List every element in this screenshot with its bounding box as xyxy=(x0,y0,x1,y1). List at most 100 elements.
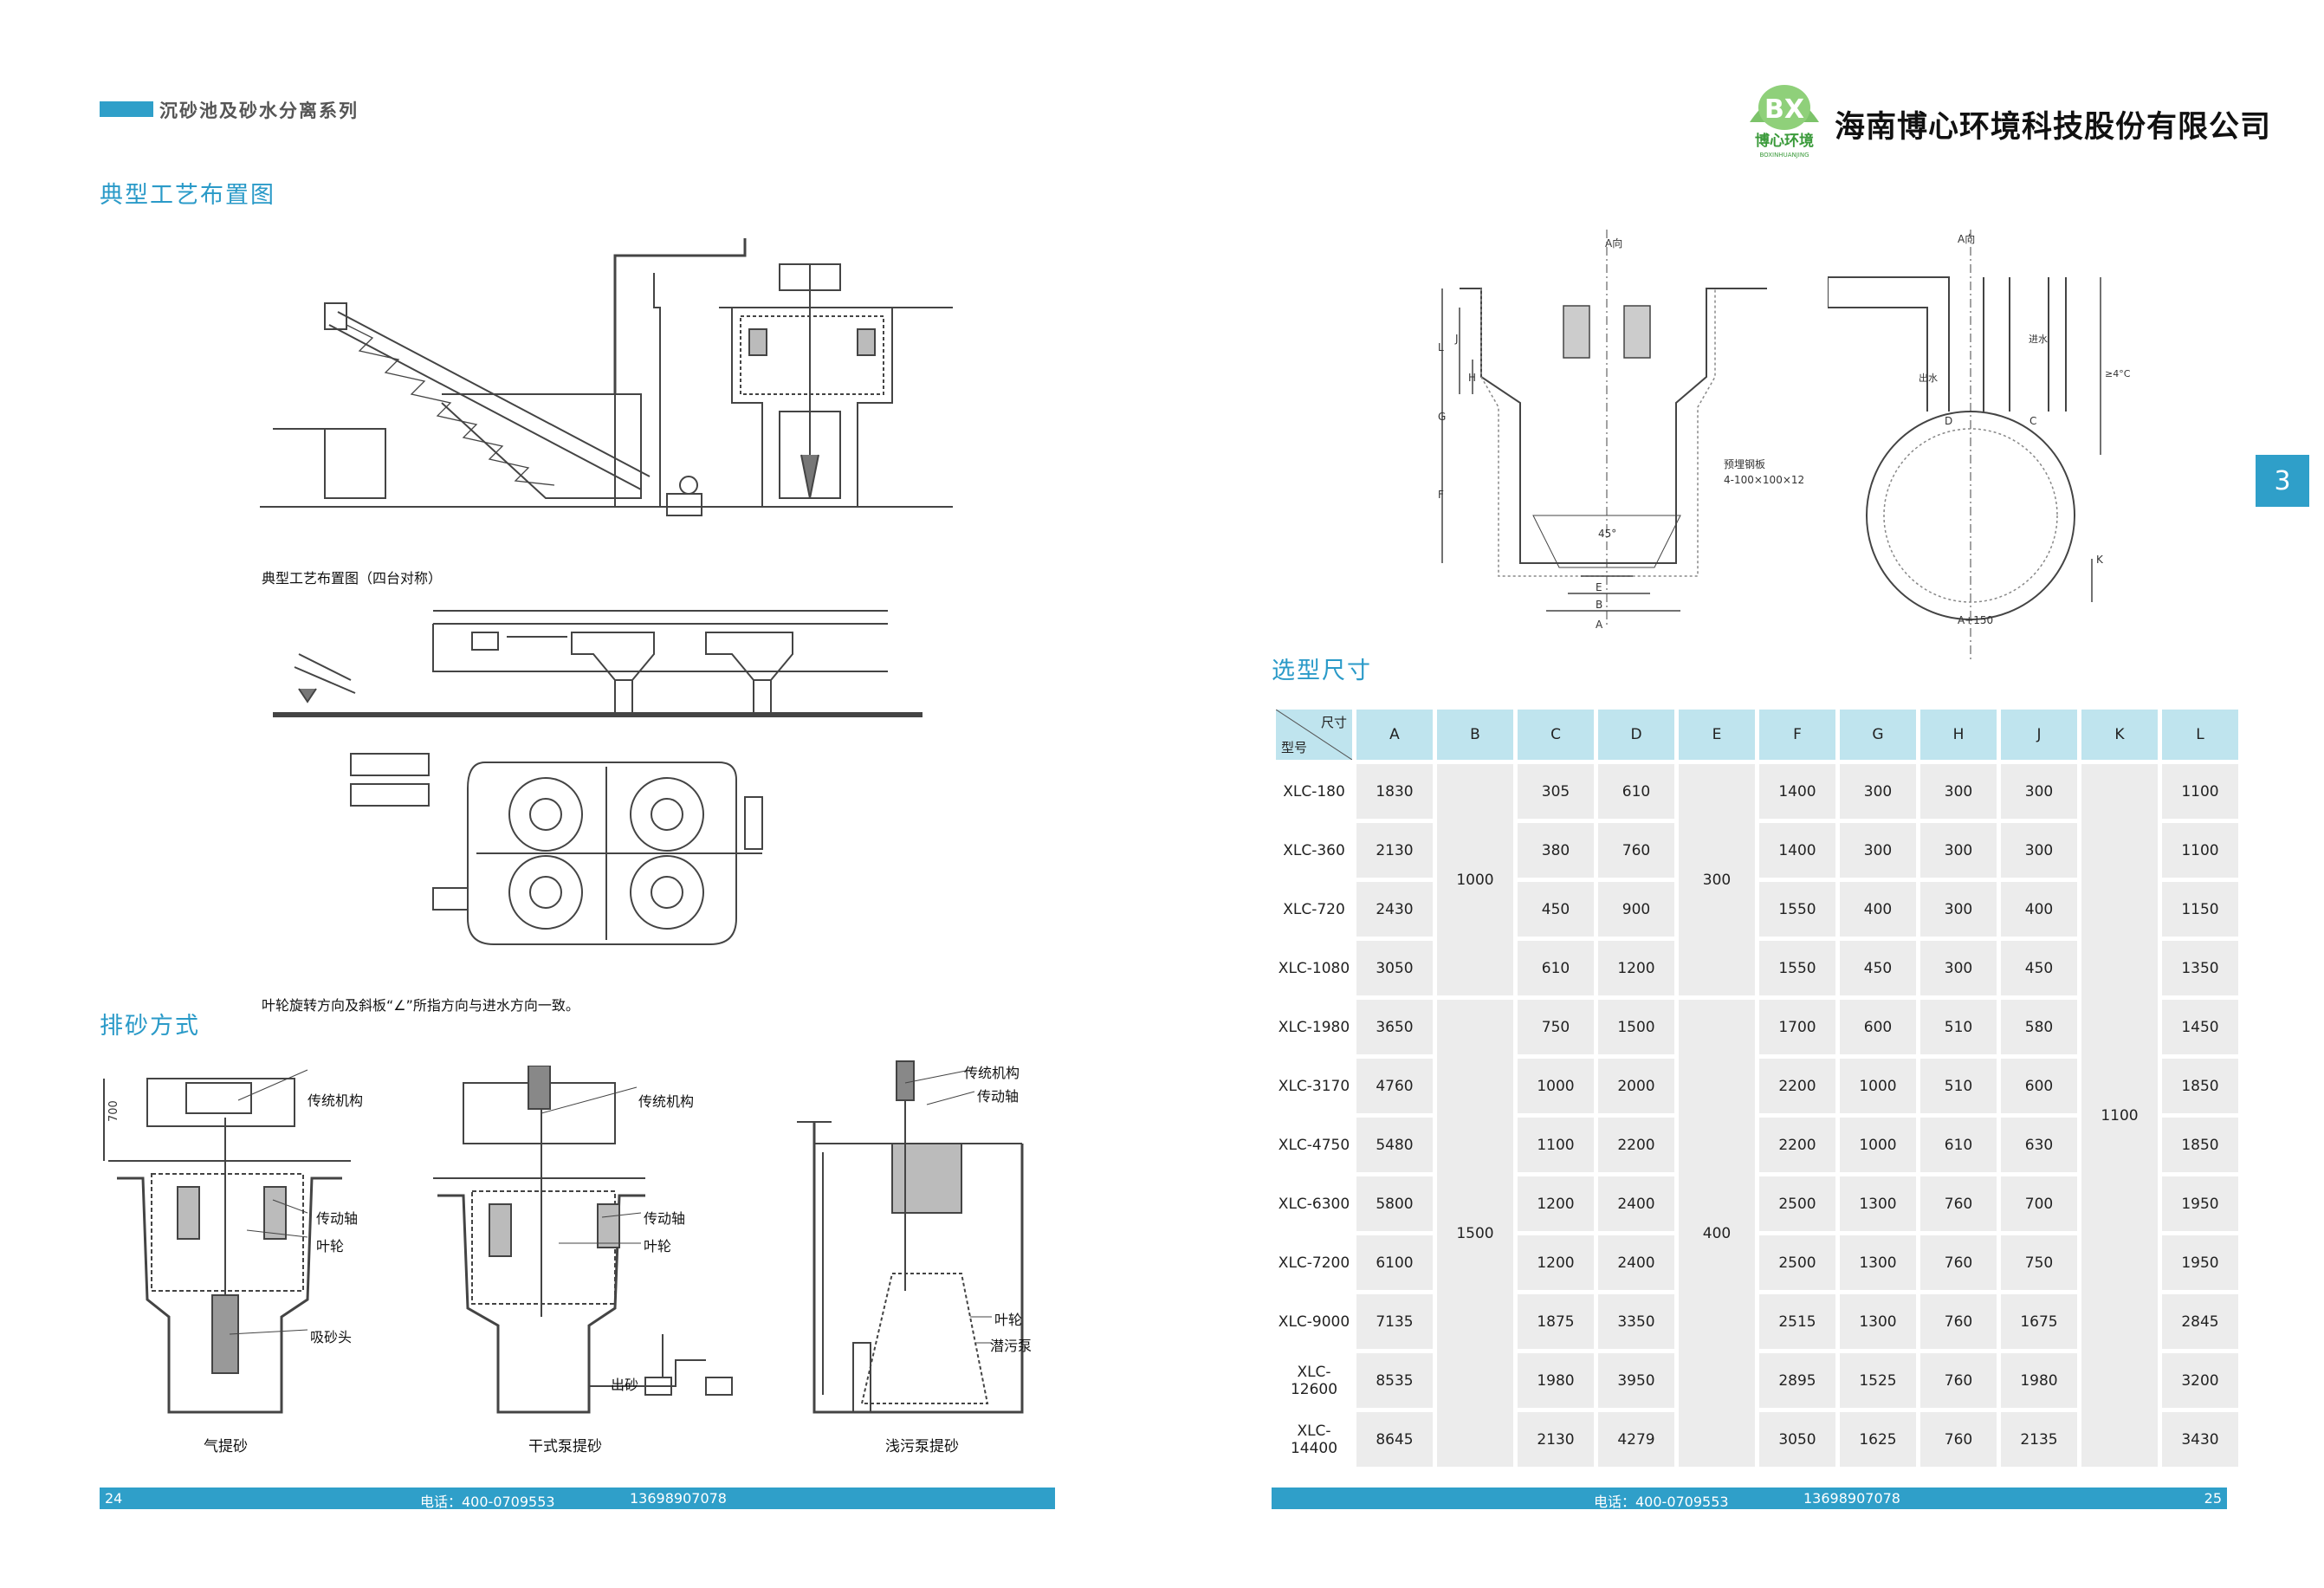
cell-D: 2000 xyxy=(1598,1059,1674,1113)
cell-D: 760 xyxy=(1598,823,1674,878)
dim-label-A150: A+150 xyxy=(1958,614,1993,626)
cell-J: 2135 xyxy=(2001,1412,2077,1467)
cell-A: 3050 xyxy=(1356,941,1433,995)
dim-label-E: E xyxy=(1596,581,1602,593)
cell-G: 450 xyxy=(1840,941,1916,995)
cell-C: 610 xyxy=(1518,941,1594,995)
dry-pump-caption: 干式泵提砂 xyxy=(528,1438,602,1455)
cell-J: 450 xyxy=(2001,941,2077,995)
cell-C: 750 xyxy=(1518,1000,1594,1054)
cell-G: 1300 xyxy=(1840,1294,1916,1349)
cell-G: 400 xyxy=(1840,882,1916,937)
cell-H: 510 xyxy=(1920,1000,1997,1054)
cell-D: 3950 xyxy=(1598,1353,1674,1408)
cell-G: 1300 xyxy=(1840,1235,1916,1290)
cell-J: 1675 xyxy=(2001,1294,2077,1349)
right-page-number: 25 xyxy=(2204,1490,2222,1507)
cell-F: 1550 xyxy=(1759,882,1835,937)
cell-K-merged: 1100 xyxy=(2081,764,2158,1467)
logo-en: BOXINHUANJING xyxy=(1759,152,1809,159)
cell-H: 300 xyxy=(1920,764,1997,819)
dry-pump-label-outlet: 出砂 xyxy=(611,1377,639,1393)
table-corner-cell: 尺寸 型号 xyxy=(1276,710,1352,760)
selection-section-title: 选型尺寸 xyxy=(1272,658,1372,684)
model-cell: XLC-7200 xyxy=(1276,1235,1352,1290)
air-lift-label-suction: 吸砂头 xyxy=(310,1329,353,1345)
cell-J: 1980 xyxy=(2001,1353,2077,1408)
cell-G: 1300 xyxy=(1840,1176,1916,1231)
discharge-section-title: 排砂方式 xyxy=(100,1013,200,1040)
cell-C: 2130 xyxy=(1518,1412,1594,1467)
col-header-K: K xyxy=(2081,710,2158,760)
submersible-label-impeller: 叶轮 xyxy=(994,1312,1023,1328)
left-footer-mobile: 13698907078 xyxy=(630,1490,727,1507)
cell-A: 5800 xyxy=(1356,1176,1433,1231)
cell-A: 7135 xyxy=(1356,1294,1433,1349)
dim-label-F: F xyxy=(1438,489,1444,501)
cell-J: 400 xyxy=(2001,882,2077,937)
cell-D: 610 xyxy=(1598,764,1674,819)
cell-A: 3650 xyxy=(1356,1000,1433,1054)
col-header-L: L xyxy=(2162,710,2238,760)
dry-pump-label-impeller: 叶轮 xyxy=(644,1238,672,1254)
label-slope: ≥4°C xyxy=(2105,368,2131,379)
cell-C: 380 xyxy=(1518,823,1594,878)
chapter-tab: 3 xyxy=(2256,455,2309,507)
label-out-water: 出水 xyxy=(1919,372,1938,384)
air-lift-dim: 700 xyxy=(107,1100,120,1122)
submersible-label-pump: 潜污泵 xyxy=(990,1338,1033,1354)
cell-E-merged-1: 300 xyxy=(1679,764,1755,995)
col-header-H: H xyxy=(1920,710,1997,760)
cell-F: 1550 xyxy=(1759,941,1835,995)
model-cell: XLC-9000 xyxy=(1276,1294,1352,1349)
cell-D: 900 xyxy=(1598,882,1674,937)
cell-B-merged-2: 1500 xyxy=(1437,1000,1513,1467)
cell-J: 630 xyxy=(2001,1118,2077,1172)
submersible-pump-drawing xyxy=(797,1057,1031,1424)
model-cell: XLC-1980 xyxy=(1276,1000,1352,1054)
cell-D: 4279 xyxy=(1598,1412,1674,1467)
cell-C: 305 xyxy=(1518,764,1594,819)
cell-L: 1350 xyxy=(2162,941,2238,995)
cell-G: 1625 xyxy=(1840,1412,1916,1467)
four-unit-elevation-drawing xyxy=(273,602,922,727)
col-header-B: B xyxy=(1437,710,1513,760)
model-cell: XLC-14400 xyxy=(1276,1412,1352,1467)
cell-C: 1875 xyxy=(1518,1294,1594,1349)
left-footer-bar: 24 电话：400-0709553 13698907078 xyxy=(100,1488,1055,1510)
cell-J: 300 xyxy=(2001,764,2077,819)
cell-F: 2500 xyxy=(1759,1176,1835,1231)
four-unit-caption: 典型工艺布置图（四台对称） xyxy=(262,570,443,587)
cell-D: 1500 xyxy=(1598,1000,1674,1054)
cell-J: 700 xyxy=(2001,1176,2077,1231)
submersible-label-mechanism: 传统机构 xyxy=(964,1065,1020,1081)
air-lift-caption: 气提砂 xyxy=(204,1438,248,1455)
dim-label-B: B xyxy=(1596,599,1602,611)
left-page-number: 24 xyxy=(105,1490,123,1507)
cell-A: 5480 xyxy=(1356,1118,1433,1172)
cell-B-merged-1: 1000 xyxy=(1437,764,1513,995)
cell-H: 510 xyxy=(1920,1059,1997,1113)
right-footer-mobile: 13698907078 xyxy=(1803,1490,1900,1507)
cell-D: 1200 xyxy=(1598,941,1674,995)
model-cell: XLC-720 xyxy=(1276,882,1352,937)
dry-pump-drawing xyxy=(429,1065,758,1424)
col-header-F: F xyxy=(1759,710,1835,760)
model-cell: XLC-12600 xyxy=(1276,1353,1352,1408)
logo-letters: BX xyxy=(1764,94,1804,125)
cell-F: 2200 xyxy=(1759,1059,1835,1113)
dim-label-H: H xyxy=(1468,372,1476,384)
cell-J: 600 xyxy=(2001,1059,2077,1113)
cell-A: 1830 xyxy=(1356,764,1433,819)
cell-J: 300 xyxy=(2001,823,2077,878)
section-dimension-drawing: A向 L J H G F 45° E B A 预埋钢板 4-100×100×12 xyxy=(1395,230,1810,649)
cell-G: 1000 xyxy=(1840,1059,1916,1113)
dim-label-L: L xyxy=(1438,341,1444,353)
cell-G: 600 xyxy=(1840,1000,1916,1054)
series-title: 沉砂池及砂水分离系列 xyxy=(159,100,359,121)
